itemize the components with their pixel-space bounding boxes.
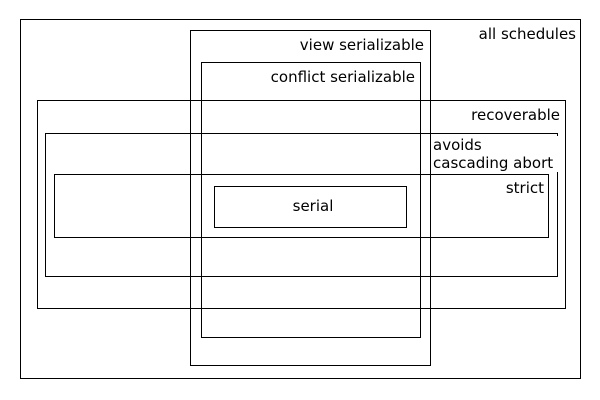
region-all-schedules — [20, 19, 581, 379]
label-conflict-serializable: conflict serializable — [250, 68, 417, 86]
region-avoids-cascading-abort — [45, 133, 558, 277]
label-recoverable: recoverable — [450, 106, 562, 124]
label-view-serializable: view serializable — [270, 36, 426, 54]
label-strict: strict — [480, 179, 546, 197]
region-serial — [214, 186, 407, 228]
label-all-schedules: all schedules — [440, 25, 578, 43]
region-strict — [54, 174, 549, 238]
label-avoids-cascading-abort: avoids cascading abort — [431, 136, 561, 172]
region-conflict-serializable — [201, 62, 421, 338]
region-view-serializable — [190, 30, 431, 366]
label-serial: serial — [225, 197, 401, 215]
region-recoverable — [37, 100, 566, 309]
